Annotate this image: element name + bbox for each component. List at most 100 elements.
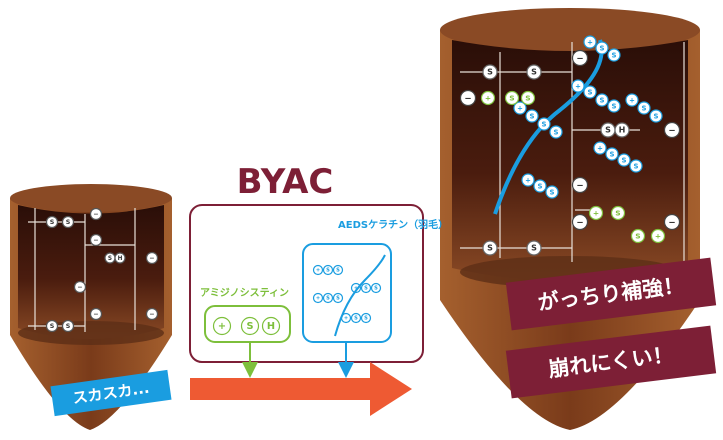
keratin-bead [571, 79, 585, 93]
sulfur-atom [45, 215, 59, 229]
minus-charge-label: − [576, 54, 583, 64]
aedes-box [302, 243, 392, 343]
keratin-bead-label: S [530, 112, 535, 120]
keratin-bead [545, 185, 559, 199]
keratin-bead [360, 312, 372, 324]
sulfur-atom [61, 215, 75, 229]
minus-charge [73, 280, 87, 294]
minus-charge-label: − [93, 237, 98, 244]
amisi-bead [520, 90, 536, 106]
amisi-bead-label: H [267, 321, 275, 332]
minus-charge-label: − [77, 284, 82, 291]
minus-charge-label: − [668, 218, 675, 228]
minus-charge [459, 89, 477, 107]
keratin-bead [607, 99, 621, 113]
keratin-bead-label: + [354, 286, 358, 292]
keratin-bead-label: + [587, 38, 593, 46]
keratin-bead [521, 173, 535, 187]
minus-charge [89, 233, 103, 247]
minus-charge-label: − [464, 94, 471, 104]
keratin-bead-label: S [600, 44, 605, 52]
keratin-bead-label: + [517, 104, 523, 112]
minus-charge-label: − [576, 181, 583, 191]
keratin-bead [312, 264, 324, 276]
keratin-bead [595, 93, 609, 107]
amisi-bead-label: S [525, 93, 530, 102]
keratin-bead [533, 179, 547, 193]
keratin-bead [583, 35, 597, 49]
amisi-bead-label: + [485, 93, 491, 102]
keratin-bead-label: + [316, 268, 320, 274]
keratin-bead-label: S [610, 150, 615, 158]
keratin-bead [322, 292, 334, 304]
keratin-bead-label: S [354, 316, 358, 322]
amisi-bead-label: S [509, 93, 514, 102]
keratin-bead-label: S [634, 162, 639, 170]
keratin-bead-label: S [642, 104, 647, 112]
keratin-bead [637, 101, 651, 115]
hydrogen-atom [114, 252, 126, 264]
amisi-bead [480, 90, 496, 106]
keratin-bead [605, 147, 619, 161]
keratin-bead-label: S [554, 128, 559, 136]
keratin-bead-label: + [344, 316, 348, 322]
keratin-bead-label: + [316, 296, 320, 302]
keratin-bead-label: S [326, 268, 330, 274]
keratin-bead [332, 264, 344, 276]
keratin-bead-label: S [654, 112, 659, 120]
byac-title: BYAC [236, 162, 334, 202]
process-arrow [190, 362, 412, 416]
sulfur-atom-label: S [605, 126, 611, 135]
sulfur-atom-label: S [531, 244, 537, 253]
amisi-bead [650, 228, 666, 244]
keratin-bead [629, 159, 643, 173]
keratin-bead-label: S [622, 156, 627, 164]
minus-charge [145, 307, 159, 321]
keratin-bead [332, 292, 344, 304]
sulfur-atom [482, 64, 498, 80]
sulfur-atom-label: S [66, 219, 71, 226]
keratin-bead-label: S [336, 268, 340, 274]
amisi-bead [588, 205, 604, 221]
keratin-bead-label: S [612, 102, 617, 110]
minus-charge [571, 176, 589, 194]
minus-charge-label: − [93, 311, 98, 318]
amisi-bead-label: S [615, 208, 620, 217]
sulfur-atom-label: S [50, 219, 55, 226]
keratin-bead [370, 282, 382, 294]
sulfur-atom [61, 319, 75, 333]
keratin-bead-label: S [364, 286, 368, 292]
minus-charge-label: − [149, 311, 154, 318]
keratin-bead-label: S [542, 120, 547, 128]
keratin-bead-label: S [550, 188, 555, 196]
minus-charge [89, 307, 103, 321]
hydrogen-atom-label: H [619, 126, 626, 135]
sulfur-atom [526, 240, 542, 256]
minus-charge [663, 213, 681, 231]
hydrogen-atom-label: H [118, 256, 123, 262]
keratin-bead [350, 312, 362, 324]
minus-charge [89, 207, 103, 221]
keratin-bead-label: S [588, 88, 593, 96]
keratin-bead-label: + [575, 82, 581, 90]
keratin-bead-label: + [629, 96, 635, 104]
minus-charge [571, 213, 589, 231]
minus-charge-label: − [149, 255, 154, 262]
hydrogen-atom [614, 122, 630, 138]
minus-charge-label: − [576, 218, 583, 228]
keratin-bead [583, 85, 597, 99]
keratin-bead-label: S [600, 96, 605, 104]
keratin-bead [549, 125, 563, 139]
amisi-bead [212, 316, 232, 336]
minus-charge [571, 49, 589, 67]
sulfur-atom-label: S [531, 68, 537, 77]
keratin-bead [322, 264, 334, 276]
keratin-bead [617, 153, 631, 167]
minus-charge-label: − [93, 211, 98, 218]
sulfur-atom-label: S [108, 256, 112, 262]
keratin-bead-label: S [538, 182, 543, 190]
keratin-bead [537, 117, 551, 131]
sulfur-atom-label: S [50, 323, 55, 330]
